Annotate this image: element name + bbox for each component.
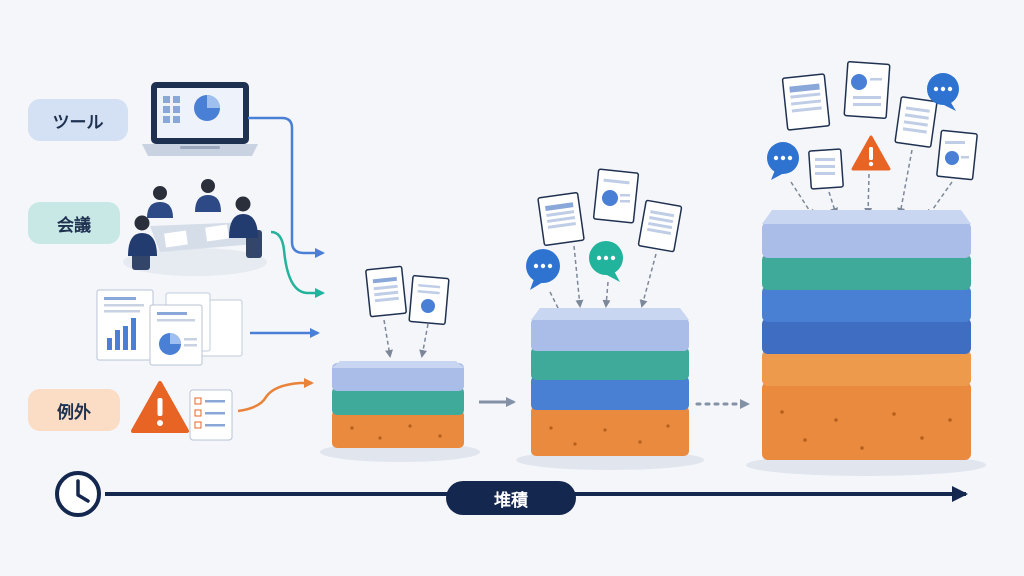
chat-bubble-icon [927,73,959,111]
chat-bubble-icon [589,241,623,282]
stack-2 [516,308,704,470]
document-icon [592,168,640,224]
arrow-exception [237,378,314,413]
document-icon [936,129,978,181]
document-icon [637,199,683,253]
clock-icon [55,471,101,517]
laptop-icon [142,82,258,156]
warning-icon [851,135,891,171]
stack-3 [746,210,986,476]
accumulation-label: 堆積 [446,481,576,515]
document-icon [808,148,844,190]
documents-icon [96,289,243,366]
document-icon [781,73,831,131]
arrow-tool [248,116,325,258]
chat-bubble-icon [767,142,799,180]
document-icon [408,274,450,326]
document-icon [365,265,407,318]
tool-label: ツール [28,99,128,141]
meeting-icon [123,179,267,276]
stack-1 [320,361,480,462]
chat-bubble-icon [526,249,560,290]
document-icon [894,96,938,148]
checklist-icon [189,389,233,441]
meeting-label: 会議 [28,202,120,244]
exception-label: 例外 [28,389,120,431]
document-icon [537,191,585,247]
warning-icon [131,381,189,433]
document-icon [843,60,891,120]
arrow-meeting [270,230,325,298]
